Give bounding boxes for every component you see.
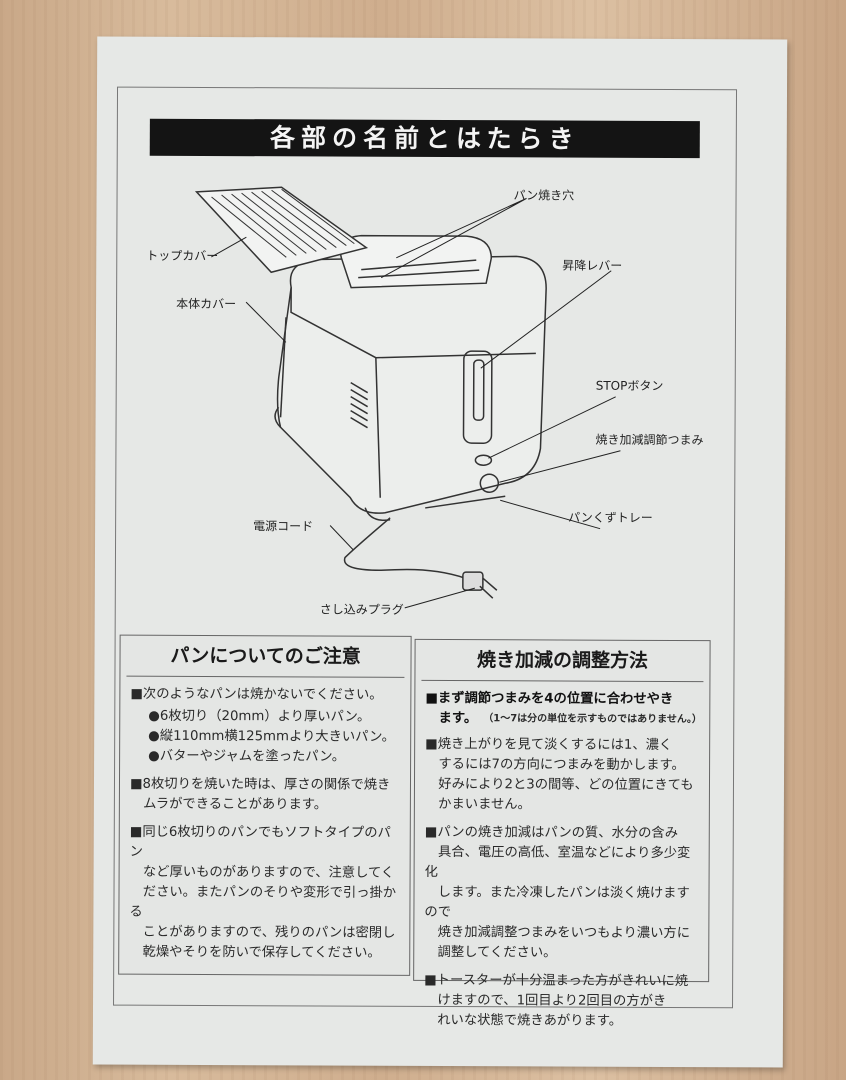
toaster-diagram — [194, 186, 621, 609]
label-lift-lever: 昇降レバー — [562, 258, 623, 273]
label-power-cord: 電源コード — [253, 519, 314, 534]
power-cord-shape — [343, 517, 466, 579]
browning-first-note: （1～7は分の単位を示すものではありません。） — [483, 713, 702, 726]
label-stop-button: STOPボタン — [595, 378, 664, 393]
crumb-tray-shape — [425, 495, 506, 509]
stop-button-shape — [474, 454, 493, 466]
bread-notes-paragraph: ■同じ6枚切りのパンでもソフトタイプのパン など厚いものがありますので、注意して… — [129, 824, 397, 961]
bread-notes-box: パンについてのご注意 ■次のようなパンは焼かないでください。 ●6枚切り（20m… — [118, 634, 412, 976]
side-vents — [350, 381, 369, 429]
manual-page: 各部の名前とはたらき — [92, 36, 788, 1068]
bread-notes-list: ●6枚切り（20mm）より厚いパン。 ●縦110mm横125mmより大きいパン。… — [148, 708, 395, 765]
knob-shape — [479, 473, 500, 493]
bread-notes-paragraph: ■8枚切りを焼いた時は、厚さの関係で焼き ムラができることがあります。 — [129, 776, 391, 813]
bread-slot-shape — [339, 234, 493, 289]
lift-lever-shape — [462, 350, 493, 444]
label-plug: さし込みプラグ — [319, 602, 404, 617]
label-browning-knob: 焼き加減調節つまみ — [595, 432, 704, 448]
browning-adjustment-heading: 焼き加減の調整方法 — [421, 639, 704, 683]
bread-notes-intro: ■次のようなパンは焼かないでください。 — [130, 686, 383, 703]
label-top-cover: トップカバー — [146, 248, 219, 264]
browning-paragraph: ■焼き上がりを見て淡くするには1、濃く するには7の方向につまみを動かします。 … — [424, 736, 694, 813]
label-crumb-tray: パンくずトレー — [568, 510, 653, 525]
browning-paragraph: ■パンの焼き加減はパンの質、水分の含み 具合、電圧の高低、室温などにより多少変化… — [424, 824, 691, 961]
browning-paragraph: ■トースターが十分温まった方がきれいに焼 けますので、1回目より2回目の方がき … — [423, 972, 689, 1029]
toaster-body — [276, 255, 547, 514]
plug-shape — [462, 571, 484, 591]
label-body-cover: 本体カバー — [176, 296, 237, 312]
label-bread-slot: パン焼き穴 — [513, 188, 575, 203]
browning-adjustment-box: 焼き加減の調整方法 ■まず調節つまみを4の位置に合わせやき ます。 （1～7は分… — [413, 638, 711, 1029]
bread-notes-heading: パンについてのご注意 — [126, 635, 405, 678]
